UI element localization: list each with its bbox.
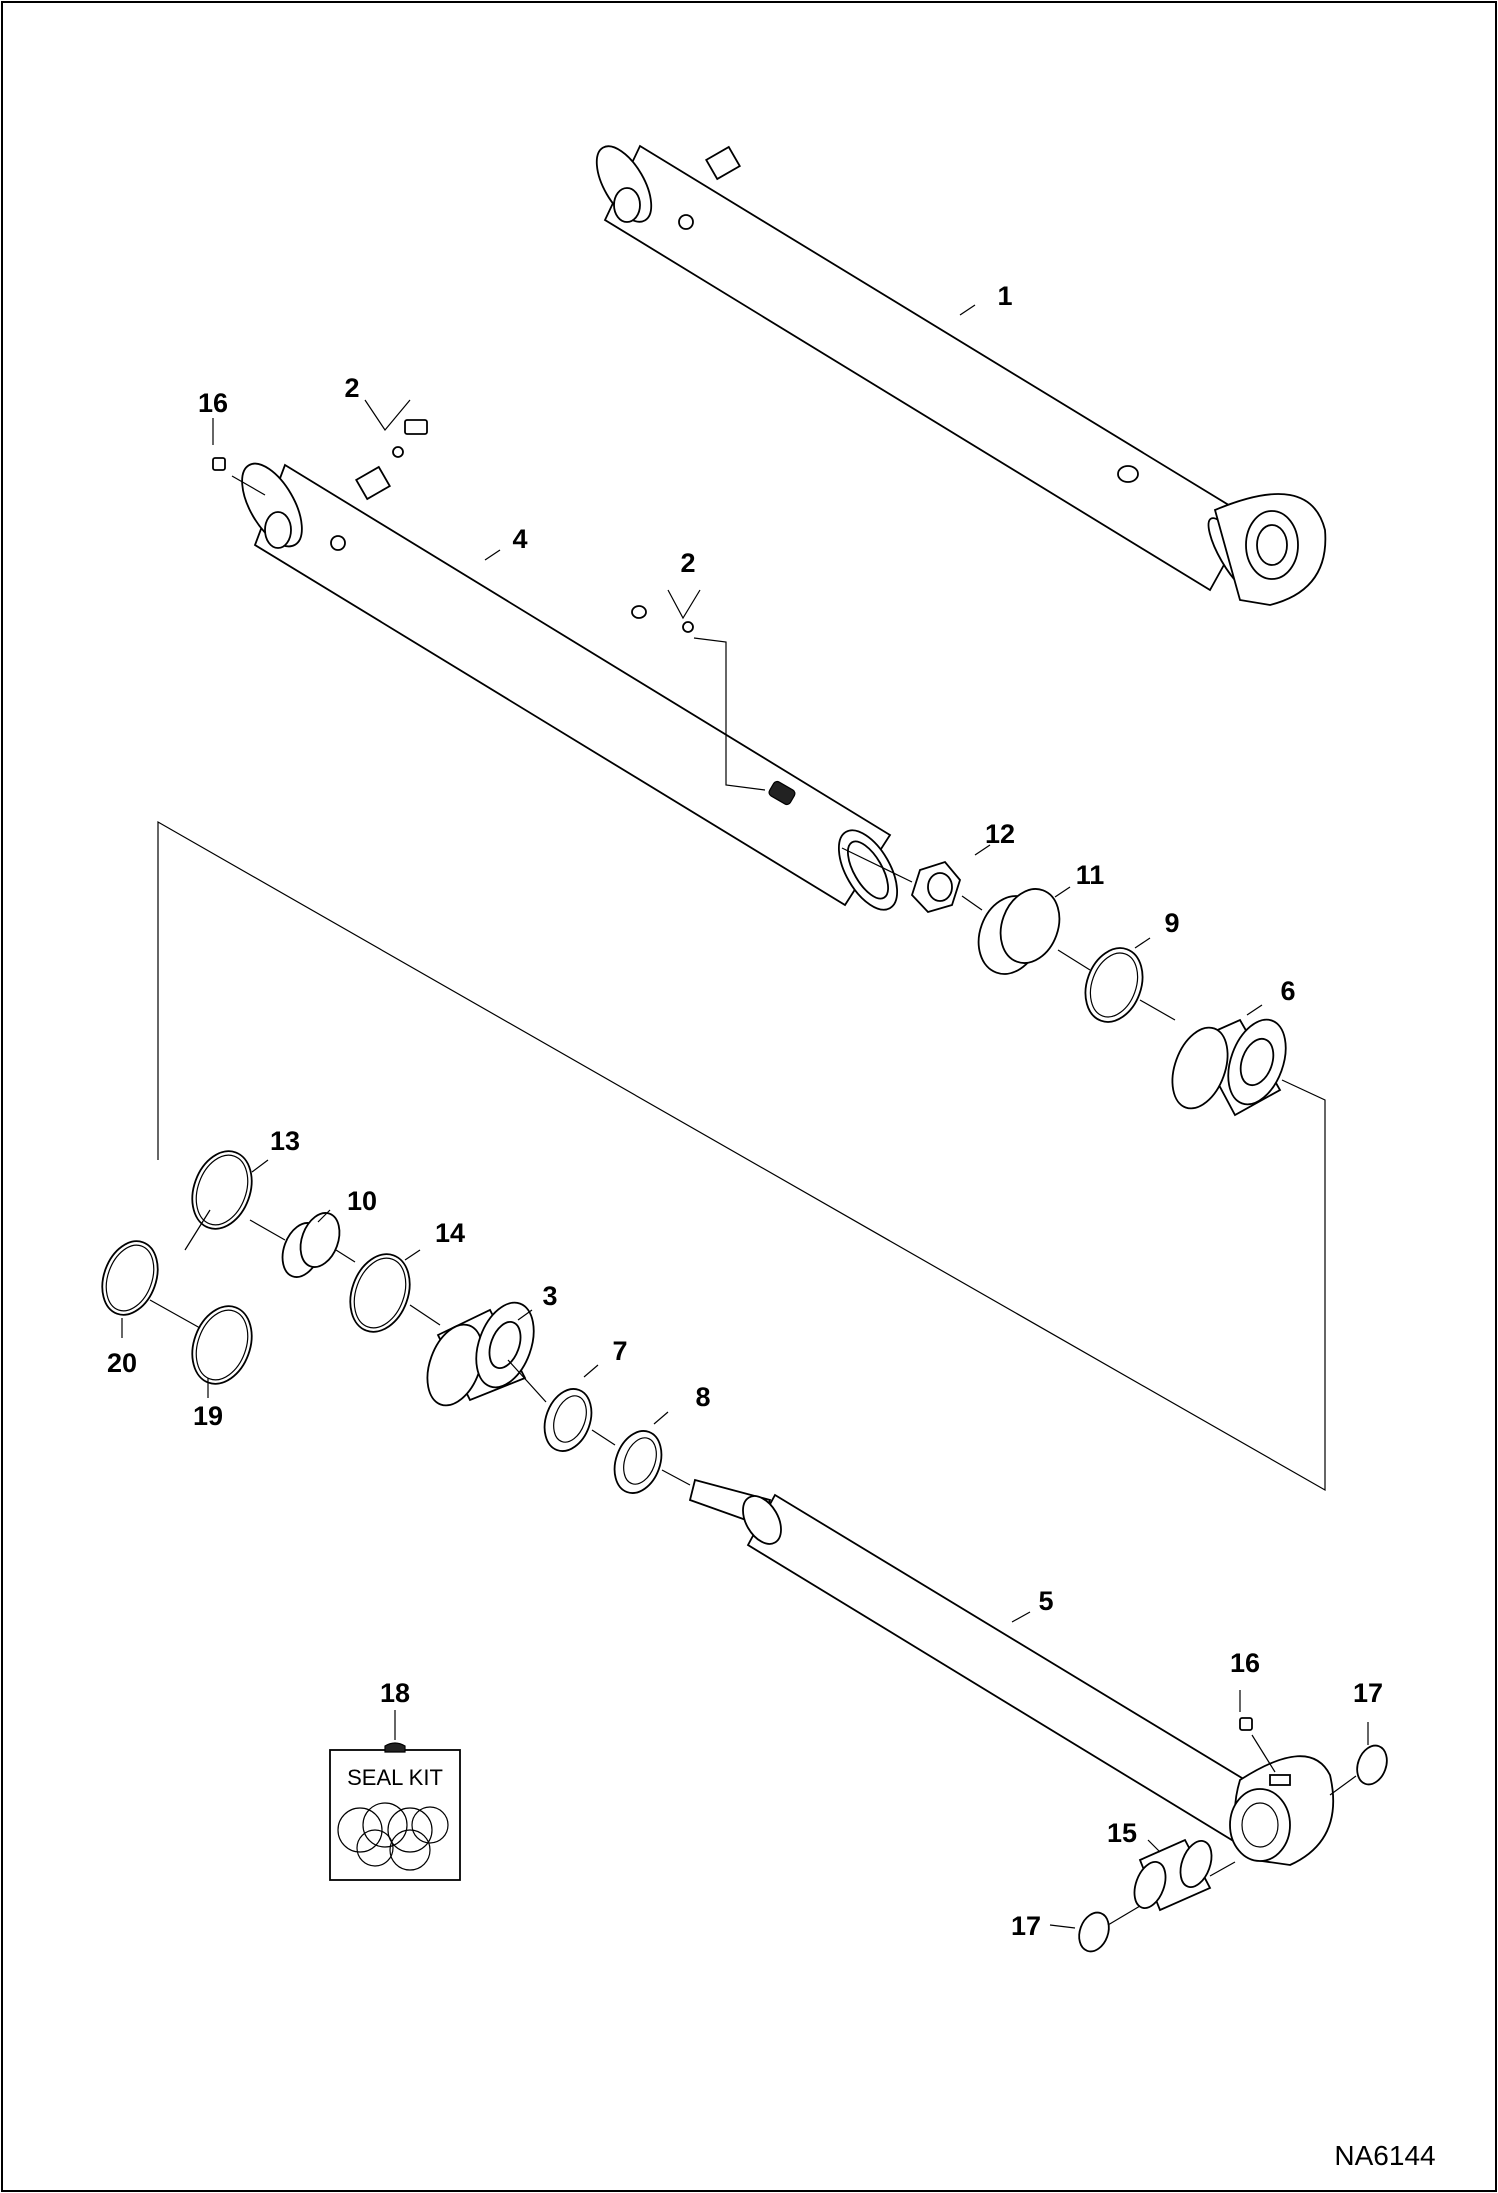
part-6-piston: [1171, 1018, 1287, 1117]
part-10-bushing: [281, 1212, 341, 1278]
callout-13: 13: [270, 1126, 300, 1156]
callout-16-lower: 16: [1230, 1648, 1260, 1678]
part-5-rod: [688, 1478, 1335, 1866]
callout-2-lower: 2: [680, 548, 695, 578]
part-16-fitting-lower: [1239, 1717, 1276, 1773]
seal-kit-label: SEAL KIT: [347, 1765, 443, 1790]
part-3-gland: [426, 1301, 535, 1407]
part-7-seal: [543, 1388, 593, 1452]
leader-ticks: [121, 304, 1369, 1929]
part-12-nut: [910, 860, 962, 914]
part-8-seal: [613, 1430, 663, 1494]
callout-7: 7: [612, 1336, 627, 1366]
callout-17-lower: 17: [1011, 1911, 1041, 1941]
part-11-wear-ring: [977, 888, 1061, 975]
fittings-top: [212, 419, 694, 633]
part-9-seal-ring: [1084, 947, 1144, 1023]
callout-8: 8: [695, 1382, 710, 1412]
part-15-bushing: [1133, 1838, 1213, 1912]
callout-15: 15: [1107, 1818, 1137, 1848]
callout-2-upper: 2: [344, 373, 359, 403]
leaders-callout-2: [364, 399, 766, 791]
alignment-lines-bottom: [149, 1209, 691, 1486]
part-13-ring: [191, 1150, 253, 1230]
part-17-ring-lower: [1078, 1911, 1110, 1953]
figure-id: NA6144: [1334, 2140, 1435, 2171]
callout-16-upper: 16: [198, 388, 228, 418]
part-19-ring: [191, 1305, 253, 1385]
callout-19: 19: [193, 1401, 223, 1431]
part-18-seal-kit: SEAL KIT: [329, 1710, 461, 1881]
callout-labels: 1 2 2 3 4 5 6 7 8 9 10 11 12 13 14 15 16…: [107, 281, 1383, 1941]
callout-14: 14: [435, 1218, 465, 1248]
part-4-barrel: [241, 462, 899, 911]
callout-1: 1: [997, 281, 1012, 311]
alignment-lines-top: [157, 820, 1326, 1492]
callout-10: 10: [347, 1186, 377, 1216]
callout-18: 18: [380, 1678, 410, 1708]
callout-4: 4: [512, 524, 527, 554]
callout-20: 20: [107, 1348, 137, 1378]
part-20-ring: [101, 1240, 159, 1316]
callout-6: 6: [1280, 976, 1295, 1006]
callout-11: 11: [1076, 860, 1105, 890]
callout-12: 12: [985, 819, 1015, 849]
callout-9: 9: [1164, 908, 1179, 938]
callout-5: 5: [1038, 1586, 1053, 1616]
part-17-ring-upper: [1356, 1744, 1388, 1786]
part-14-ring: [349, 1253, 411, 1333]
callout-3: 3: [542, 1281, 557, 1311]
part-1-cylinder-assembly: [595, 144, 1327, 606]
alignment-lines-rod: [1107, 1775, 1357, 1926]
callout-17-upper: 17: [1353, 1678, 1383, 1708]
seal-kit-box: [329, 1749, 461, 1881]
